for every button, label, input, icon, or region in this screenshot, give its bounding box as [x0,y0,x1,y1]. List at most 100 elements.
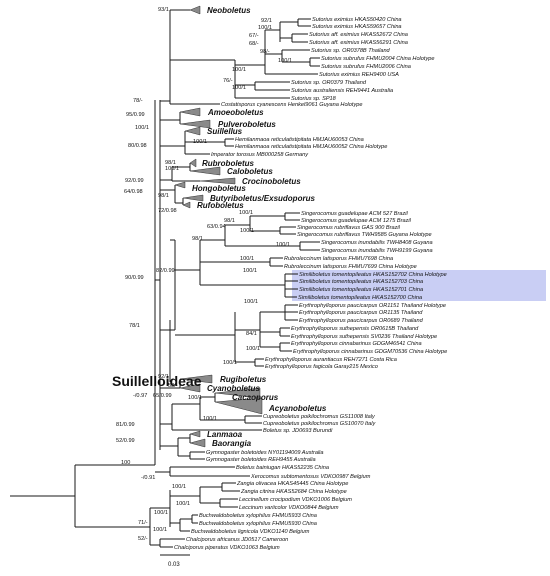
tree-branches [10,9,320,548]
support-value: 98/1 [224,218,235,224]
support-value: 100/1 [172,484,186,490]
taxon-label: Zangia citrina HKAS52684 China Holotype [240,489,347,495]
taxon-label: Costatisporus cyanescens Henkel9061 Guya… [221,102,362,108]
support-value: 90/0.99 [125,275,144,281]
support-value: 100/1 [165,166,179,172]
taxon-label: Sutorius subrufus FHMU2006 China [321,64,411,70]
taxon-label: Singerocomus rubriflavus TWH9585 Guyana … [297,232,432,238]
clade-label: Amoeoboletus [207,108,264,117]
taxon-label: Hemilanmaoa reticulatistipitata HMJAU600… [235,144,387,150]
support-value: 72/0.98 [158,208,177,214]
taxon-label: Xerocomus subtomentosus VDKO0987 Belgium [250,474,371,480]
taxon-label: Sutorius aff. eximius HKAS56291 China [309,40,408,46]
support-value: 78/- [133,98,143,104]
taxon-label: Chalciporus africanus JD0517 Cameroon [186,537,288,543]
support-value: 65/0.99 [153,393,172,399]
clade-label: Rubroboletus [202,159,255,168]
support-value: 100/1 [246,346,260,352]
taxon-label: Leccinum variicolor VDKO0844 Belgium [239,505,339,511]
taxon-labels: Sutorius eximius HKAS50420 ChinaSutorius… [174,17,447,551]
support-value: 100/1 [240,228,254,234]
clade-label: Cyanoboletus [207,384,260,393]
clade-label: Butyriboletus/Exsudoporus [210,194,315,203]
support-value: 82/0.99 [156,268,175,274]
support-value: 100/1 [278,58,292,64]
support-value: 76/- [223,78,233,84]
support-value: 100/1 [239,210,253,216]
support-value: 80/0.98 [128,143,147,149]
highlight-band [292,270,546,301]
taxon-label: Erythrophylloporus paucicarpus OR1151 Th… [299,303,446,309]
clade-label: Rugiboletus [220,375,267,384]
taxon-label: Sutorius eximius HKAS50420 China [312,17,402,23]
taxon-label: Sutorius australiensis REH9441 Australia [291,88,393,94]
support-value: 71/- [138,520,148,526]
support-value: 67/- [249,33,259,39]
taxon-label: Sutorius eximius REH9400 USA [319,72,399,78]
support-value: -/0.97 [133,393,147,399]
taxon-label: Cupreoboletus poikilochromus GS11008 Ita… [263,414,376,420]
support-value: 68/- [249,41,259,47]
support-value: 92/1 [261,18,272,24]
taxon-label: Sutorius aff. eximius HKAS52672 China [309,32,408,38]
taxon-label: Erythrophylloporus suthepensis OR0615B T… [291,326,419,332]
support-value: 98/1 [158,193,169,199]
subfamily-label: Suillelloideae [112,373,202,389]
clade-label: Hongoboletus [192,184,246,193]
support-value: 63/0.94 [207,224,226,230]
support-value: 100/1 [153,527,167,533]
taxon-label: Singerocomus rubriflavus GAS 900 Brazil [297,225,401,231]
taxon-label: Cupreoboletus poikilochromus GS10070 Ita… [263,421,376,427]
support-value: 52/0.99 [116,438,135,444]
support-value: 53/- [168,383,178,389]
clade-label: Pulveroboletus [218,120,276,129]
clade-label: Acyanoboletus [268,404,327,413]
taxon-label: Boletus sp. JD0693 Burundi [263,428,333,434]
support-value: 84/1 [246,331,257,337]
support-value: 100/1 [188,395,202,401]
taxon-label: Similiboletus tomentopileatus HKAS152702… [299,272,447,278]
support-value: 100/1 [276,242,290,248]
support-value: 100/1 [135,125,149,131]
support-value: 98/1 [165,160,176,166]
taxon-label: Singerocomus inundabilis TWH9199 Guyana [321,248,433,254]
taxon-label: Imperator torosus MB000258 Germany [211,152,309,158]
support-value: 100 [121,460,130,466]
support-value: 98/- [260,49,270,55]
clade-label: Rufoboletus [197,201,244,210]
support-value: 100/1 [223,360,237,366]
taxon-label: Erythrophylloporus paucicarpus OR0689 Th… [299,318,424,324]
support-value: 100/1 [244,299,258,305]
support-value: 100/1 [193,139,207,145]
clade-label: Suillellus [207,127,243,136]
clade-label: Crocinoboletus [242,177,301,186]
taxon-label: Sutorius sp. OR0378B Thailand [311,48,391,54]
support-value: 98/1 [192,236,203,242]
support-value: 100/1 [203,416,217,422]
scale-bar-label: 0.03 [168,562,180,568]
taxon-label: Hemilanmaoa reticulatistipitata HMJAU600… [235,137,364,143]
taxon-label: Erythrophylloporus suthepensis SV0236 Th… [291,334,437,340]
support-value: 78/1 [129,323,140,329]
taxon-label: Buchwaldoboletus xylophilus FHMU5933 Chi… [199,513,317,519]
taxon-label: Singerocomus inundabilis TWH8408 Guyana [321,240,433,246]
support-value: 100/1 [176,501,190,507]
taxon-label: Sutorius eximius HKAS59657 China [312,24,402,30]
taxon-label: Erythrophylloporus fagicola Garay215 Mex… [265,364,378,370]
taxon-label: Sutorius sp. OR0379 Thailand [291,80,367,86]
taxon-label: Erythrophylloporus cinnabarinus GDGM4654… [291,341,422,347]
taxon-label: Singerocomus guadelupae ACM 527 Brazil [301,211,409,217]
support-value: 100/1 [232,67,246,73]
taxon-label: Similiboletus tomentopileatus HKAS152700… [298,295,422,301]
support-value: 92/1 [158,374,169,380]
support-value: 100/1 [232,85,246,91]
clade-label: Lanmaoa [207,430,243,439]
taxon-label: Erythrophylloporus paucicarpus OR1135 Th… [299,310,423,316]
support-value: 93/1 [158,7,169,13]
clade-label: Neoboletus [207,6,251,15]
taxon-label: Sutorius subrufus FHMU2004 China Holotyp… [321,56,434,62]
taxon-label: Gymnogaster boletoides REH9455 Australia [206,457,316,463]
taxon-label: Similiboletus tomentopileatus HKAS152703… [299,279,423,285]
support-value: -/0.91 [141,475,155,481]
taxon-label: Buchwaldoboletus lignicola VDKO1140 Belg… [191,529,310,535]
